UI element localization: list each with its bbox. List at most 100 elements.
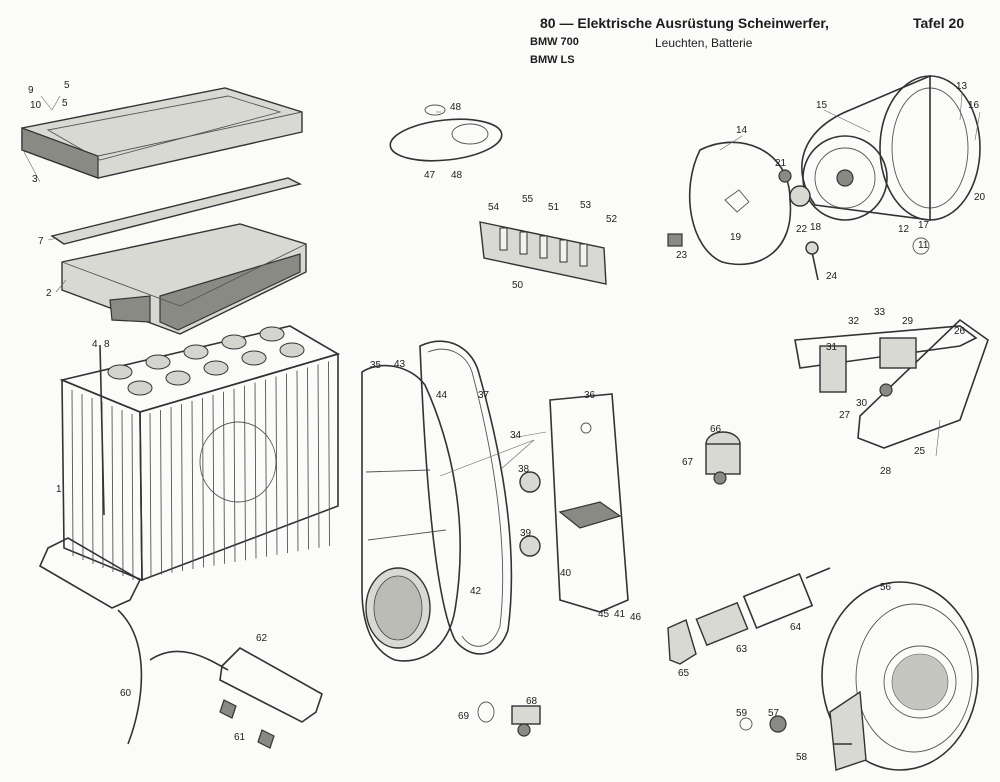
callout-label: 18 [810,222,822,233]
callout-label: 68 [526,696,538,707]
callout-label: 5 [62,98,68,109]
callout-label: 8 [104,339,110,350]
callout-label: 21 [775,158,787,169]
callout-label: 2 [46,288,52,299]
ignition-lock [705,431,741,485]
callout-label: 37 [478,390,490,401]
callout-label: 40 [560,568,572,579]
callout-label: 38 [518,464,530,475]
callout-label: 64 [790,622,802,633]
callout-label: 43 [394,359,406,370]
callout-label: 5 [64,80,70,91]
callout-label: 54 [488,202,500,213]
callout-label: 62 [256,633,268,644]
callout-label: 44 [436,390,448,401]
callout-label: 36 [584,390,596,401]
callout-label: 65 [678,668,690,679]
callout-label: 25 [914,446,926,457]
callout-label: 58 [796,752,808,763]
group-title: 80 — Elektrische Ausrüstung Scheinwerfer… [540,15,829,31]
battery-terminal-rod [99,344,105,516]
callout-label: 35 [370,360,382,371]
callout-label: 4 [92,339,98,350]
headlamp-gasket [688,141,792,266]
tail-lamp-seal [419,340,513,655]
callout-label: 20 [974,192,986,203]
callout-label: 11 [918,240,929,251]
lamp-bulbs [219,699,275,749]
callout-label: 17 [918,220,930,231]
callout-label: 15 [816,100,828,111]
callout-label: 19 [730,232,742,243]
callout-label: 9 [28,85,34,96]
callout-label: 57 [768,708,780,719]
callout-label: 42 [470,586,482,597]
callout-label: 48 [450,102,462,113]
group-subtitle: Leuchten, Batterie [655,36,753,50]
callout-label: 32 [848,316,860,327]
callout-label: 33 [874,307,886,318]
license-plate-lamp [38,537,323,723]
callout-label: 47 [424,170,436,181]
callout-label: 61 [234,732,246,743]
callout-label: 1 [56,484,62,495]
horn [739,581,979,771]
headlamp-unit [778,74,981,255]
callout-label: 59 [736,708,748,719]
callout-label: 66 [710,424,722,435]
callout-label: 14 [736,125,748,136]
callout-label: 27 [839,410,851,421]
callout-label: 30 [856,398,868,409]
indicator-socket [477,701,541,737]
callout-label: 52 [606,214,618,225]
callout-label: 53 [580,200,592,211]
callout-label: 31 [826,342,838,353]
callout-label: 67 [682,457,694,468]
callout-label: 69 [458,711,470,722]
callout-label: 45 [598,609,610,620]
callout-label: 51 [548,202,560,213]
battery-tray [61,223,307,335]
clip-part [667,233,683,247]
callout-label: 24 [826,271,838,282]
callout-label: 7 [38,236,44,247]
callout-label: 60 [120,688,132,699]
license-plate-lamp-bracket [794,318,989,449]
callout-label: 41 [614,609,626,620]
license-lamp-cable [117,609,229,745]
leader-lines [21,91,981,477]
fuse-box [479,221,607,285]
callout-label: 26 [954,326,966,337]
callout-label: 28 [880,466,892,477]
callout-label: 48 [451,170,463,181]
callout-label: 39 [520,528,532,539]
callout-label: 46 [630,612,642,623]
callout-label: 56 [880,582,892,593]
callout-label: 3 [32,174,38,185]
callout-label: 34 [510,430,522,441]
battery-cover-frame [21,87,303,179]
tail-lamp-lens [361,364,461,662]
battery-strap [50,177,302,245]
tail-lamp-housing [519,393,629,613]
interior-lamp [389,104,503,162]
plate-number: Tafel 20 [913,15,965,31]
callout-label: 10 [30,100,42,111]
callout-label: 12 [898,224,910,235]
model-label: BMW LS [530,54,575,66]
adjusting-screw [805,241,819,281]
callout-label: 13 [956,81,968,92]
model-label: BMW 700 [530,36,579,48]
callout-label: 29 [902,316,914,327]
callout-label: 55 [522,194,534,205]
callout-label: 23 [676,250,688,261]
light-switch [667,567,831,665]
callout-label: 50 [512,280,524,291]
battery [59,325,341,582]
callout-label: 16 [968,100,980,111]
callout-label: 22 [796,224,808,235]
callout-label: 63 [736,644,748,655]
